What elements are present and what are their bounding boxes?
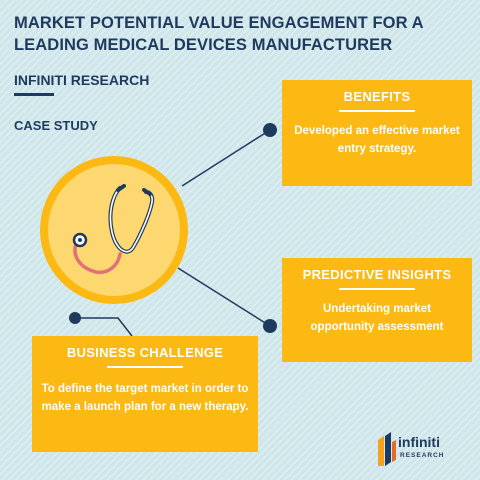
benefits-divider xyxy=(339,110,415,112)
business-challenge-card: BUSINESS CHALLENGE To define the target … xyxy=(32,336,258,452)
center-circle-inner xyxy=(48,164,180,296)
benefits-title: BENEFITS xyxy=(343,89,411,104)
case-study-label: CASE STUDY xyxy=(14,118,98,133)
connector-dot-insights xyxy=(263,319,277,333)
business-challenge-text: To define the target market in order to … xyxy=(41,383,249,413)
connector-benefits xyxy=(181,129,271,187)
predictive-insights-text: Undertaking market opportunity assessmen… xyxy=(310,303,444,333)
predictive-insights-title: PREDICTIVE INSIGHTS xyxy=(302,267,452,282)
page-title: MARKET POTENTIAL VALUE ENGAGEMENT FOR A … xyxy=(14,14,424,54)
predictive-insights-divider xyxy=(339,288,415,290)
benefits-text: Developed an effective market entry stra… xyxy=(294,125,460,155)
infiniti-logo-icon xyxy=(378,432,396,466)
logo-subtitle: RESEARCH xyxy=(400,452,445,459)
business-challenge-divider xyxy=(107,366,183,368)
connector-challenge xyxy=(75,317,133,337)
stethoscope-icon xyxy=(72,184,155,275)
predictive-insights-card: PREDICTIVE INSIGHTS Undertaking market o… xyxy=(282,258,472,362)
logo-wordmark: infiniti xyxy=(398,434,440,450)
benefits-card: BENEFITS Developed an effective market e… xyxy=(282,80,472,186)
connector-dot-benefits xyxy=(263,123,277,137)
connector-dot-challenge xyxy=(69,312,81,324)
business-challenge-title: BUSINESS CHALLENGE xyxy=(66,345,224,360)
connector-insights xyxy=(177,267,271,327)
brand-underline xyxy=(14,93,54,96)
brand-label: INFINITI RESEARCH xyxy=(14,72,150,88)
